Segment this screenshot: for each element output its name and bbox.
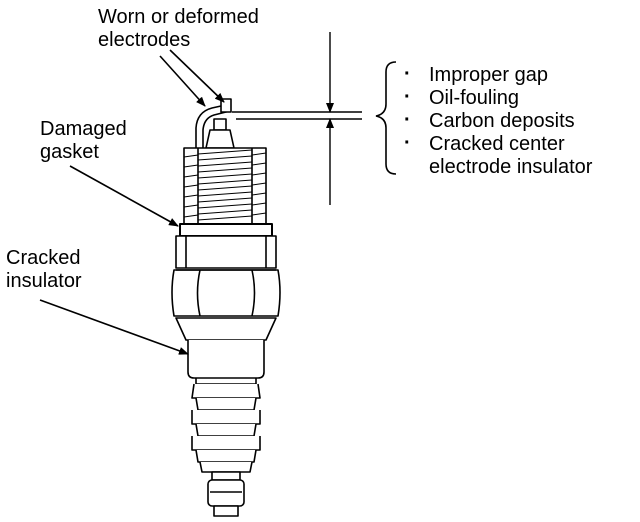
inspection-conditions-list: Improper gap Oil-fouling Carbon deposits… bbox=[402, 63, 593, 179]
cracked-insulator-label: Cracked insulator bbox=[6, 247, 82, 293]
worn-electrodes-arrow-1 bbox=[159, 55, 206, 107]
condition-item: Carbon deposits bbox=[402, 109, 592, 133]
worn-electrodes-label-line-1: Worn or deformed bbox=[98, 6, 259, 28]
worn-electrodes-label-line-2: electrodes bbox=[98, 29, 191, 51]
hex-nut bbox=[171, 269, 281, 317]
conditions-brace bbox=[375, 61, 397, 175]
ground-electrode bbox=[195, 98, 232, 148]
cracked-insulator-label-line-2: insulator bbox=[6, 270, 82, 292]
condition-item: Oil-fouling bbox=[402, 86, 592, 110]
gap-dimension bbox=[232, 32, 362, 205]
terminal bbox=[207, 471, 245, 517]
damaged-gasket-label-line-2: gasket bbox=[40, 141, 99, 163]
shell-shoulder bbox=[175, 317, 277, 341]
damaged-gasket-arrow bbox=[69, 165, 179, 227]
worn-electrodes-label: Worn or deformed electrodes bbox=[98, 6, 259, 52]
gasket bbox=[179, 223, 273, 237]
condition-item: Improper gap bbox=[402, 63, 592, 87]
shell-body bbox=[175, 235, 277, 269]
ceramic-insulator bbox=[187, 340, 265, 473]
cracked-insulator-label-line-1: Cracked bbox=[6, 247, 81, 269]
worn-electrodes-arrow-2 bbox=[169, 49, 225, 103]
threaded-section bbox=[183, 147, 267, 225]
damaged-gasket-label: Damaged gasket bbox=[40, 118, 127, 164]
damaged-gasket-label-line-1: Damaged bbox=[40, 118, 127, 140]
cracked-insulator-arrow bbox=[39, 299, 189, 355]
condition-item: Cracked center bbox=[402, 132, 592, 156]
condition-item-continuation: electrode insulator bbox=[429, 156, 593, 178]
center-electrode bbox=[205, 118, 235, 149]
